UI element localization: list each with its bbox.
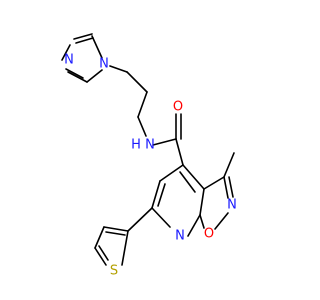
bond <box>214 212 229 230</box>
atom-n-imidazole-3: N <box>64 53 74 68</box>
bond <box>151 207 171 228</box>
bond <box>179 171 196 193</box>
bond <box>223 176 229 199</box>
bond <box>182 164 205 190</box>
atom-h-amide: H <box>131 138 141 153</box>
isoxazole-ring <box>199 152 235 230</box>
bond <box>151 180 161 209</box>
bond <box>228 176 234 198</box>
atom-n-isoxazole: N <box>227 198 237 213</box>
atom-s-thiophene: S <box>110 264 118 279</box>
imidazole-ring <box>61 33 103 83</box>
bond <box>75 37 94 44</box>
bond <box>121 230 129 266</box>
bond <box>126 71 148 93</box>
bond <box>137 91 148 118</box>
bond <box>94 226 105 249</box>
bond <box>203 176 225 190</box>
bond <box>91 35 103 59</box>
atom-n-pyridine: N <box>175 229 185 244</box>
bond <box>175 138 184 166</box>
bond <box>98 245 109 261</box>
pyridine-ring <box>151 164 205 237</box>
bond <box>105 231 126 236</box>
propyl-linker <box>109 65 148 137</box>
thiophene-ring <box>94 207 153 266</box>
bond <box>199 188 205 216</box>
atom-o-carbonyl: O <box>173 100 183 115</box>
bond <box>159 164 184 182</box>
atom-n-imidazole-1: N <box>99 57 109 72</box>
bond <box>187 214 201 237</box>
structure-diagram: N N N H O N O N S <box>61 33 237 279</box>
methyl-bond <box>223 152 235 178</box>
atom-o-isoxazole: O <box>204 227 214 242</box>
amide-group <box>152 113 184 166</box>
bond <box>73 33 93 40</box>
bond <box>127 207 153 232</box>
bond <box>67 71 88 83</box>
bond <box>94 247 107 266</box>
bond <box>61 44 71 61</box>
bond <box>137 116 147 137</box>
atom-n-amide: N <box>145 138 155 153</box>
bond <box>109 65 128 73</box>
molecule-canvas: N N N H O N O N S <box>61 33 237 279</box>
bond <box>199 214 205 229</box>
bond <box>152 138 177 146</box>
bond <box>86 69 103 83</box>
bond <box>65 68 84 79</box>
bond <box>103 226 129 232</box>
bond <box>157 183 166 207</box>
